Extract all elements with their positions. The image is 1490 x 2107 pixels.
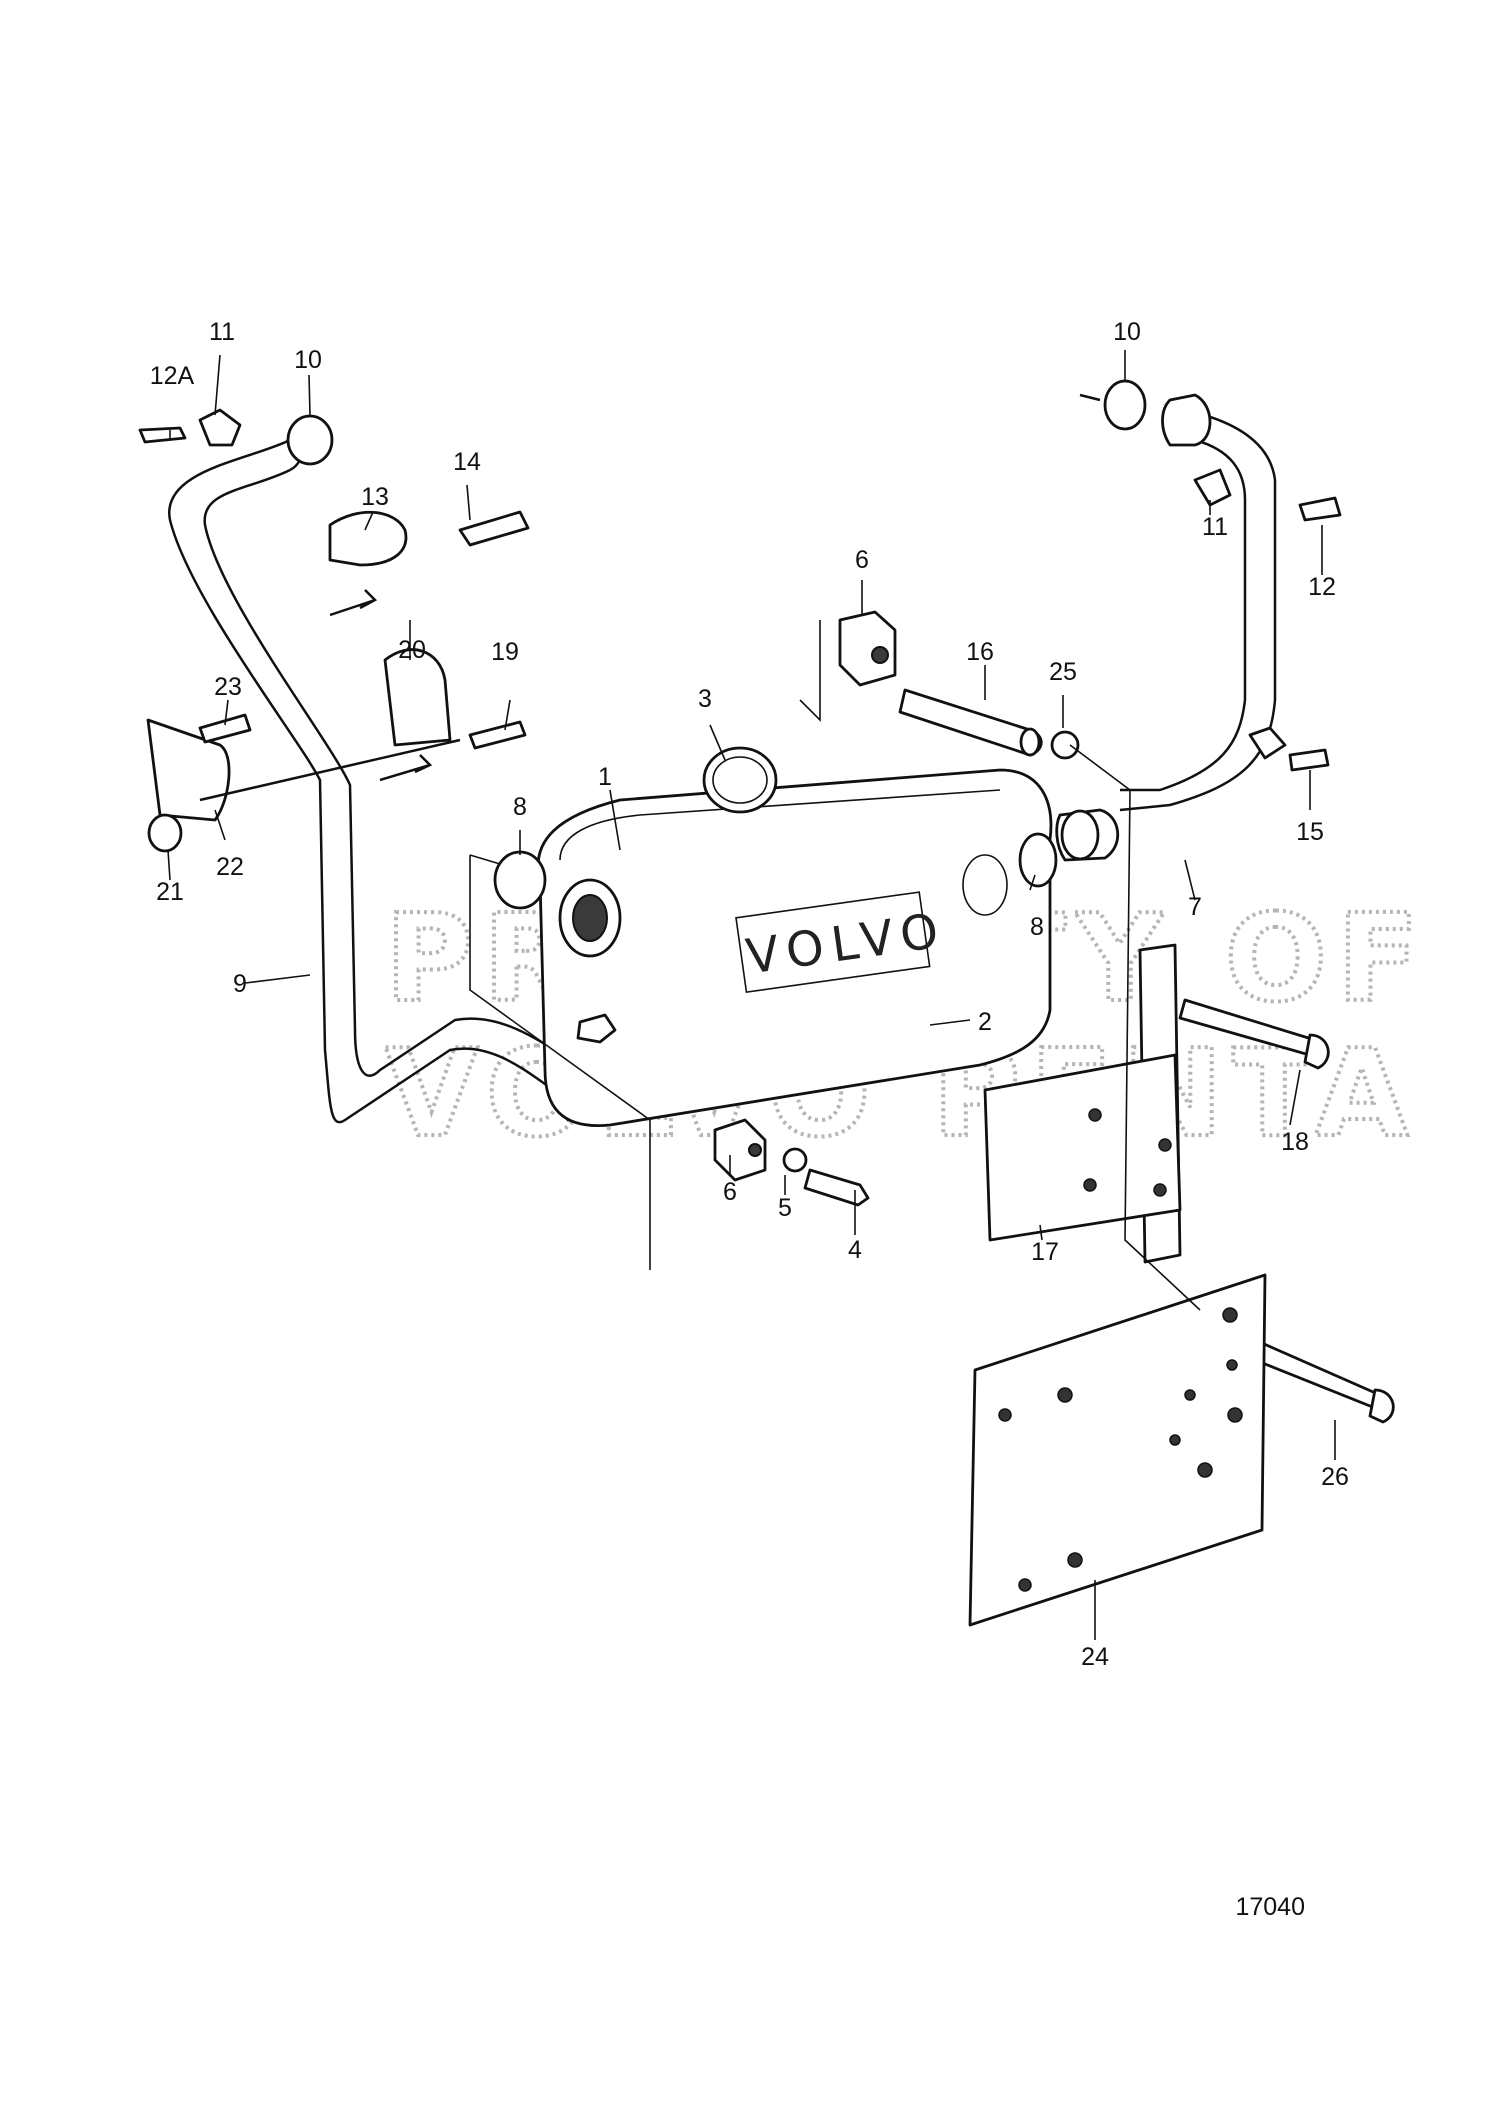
callout-11-left: 11 [209,318,235,346]
callout-17: 17 [1031,1238,1059,1266]
heat-exchanger: VOLVO [469,768,1053,1270]
right-pipe [1055,393,1277,862]
callout-8-right: 8 [1030,913,1044,941]
callout-8-left: 8 [513,793,527,821]
leader-lines [167,350,1336,1640]
callouts: 1 2 3 4 5 6 6 7 8 8 9 10 10 11 11 12 12A… [150,318,1349,1671]
left-brackets [138,408,530,853]
callout-10-right: 10 [1113,318,1141,346]
seal-rings [286,379,1147,910]
callout-15: 15 [1296,818,1324,846]
callout-1: 1 [598,763,612,791]
callout-26: 26 [1321,1463,1349,1491]
mounting-plates [968,744,1267,1627]
callout-6-lower: 6 [723,1178,737,1206]
callout-11-right: 11 [1202,513,1228,541]
callout-22: 22 [216,853,244,881]
figure-reference-number: 17040 [1235,1893,1305,1921]
logo-plate [735,891,931,994]
callout-7: 7 [1188,893,1202,921]
callout-2: 2 [978,1008,992,1036]
callout-21: 21 [156,878,184,906]
callout-12A: 12A [150,362,195,390]
callout-16: 16 [966,638,994,666]
callout-19: 19 [491,638,519,666]
callout-4: 4 [848,1236,862,1264]
callout-24: 24 [1081,1643,1109,1671]
mounting-hardware [576,393,1101,1207]
callout-5: 5 [778,1194,792,1222]
callout-10-left: 10 [294,346,322,374]
callout-3: 3 [698,685,712,713]
callout-13: 13 [361,483,389,511]
right-brackets [1178,468,1395,1424]
callout-9: 9 [233,970,247,998]
callout-25: 25 [1049,658,1077,686]
callout-6-upper: 6 [855,546,869,574]
callout-12: 12 [1308,573,1336,601]
callout-20: 20 [398,636,426,664]
callout-18: 18 [1281,1128,1309,1156]
callout-23: 23 [214,673,242,701]
callout-14: 14 [453,448,481,476]
